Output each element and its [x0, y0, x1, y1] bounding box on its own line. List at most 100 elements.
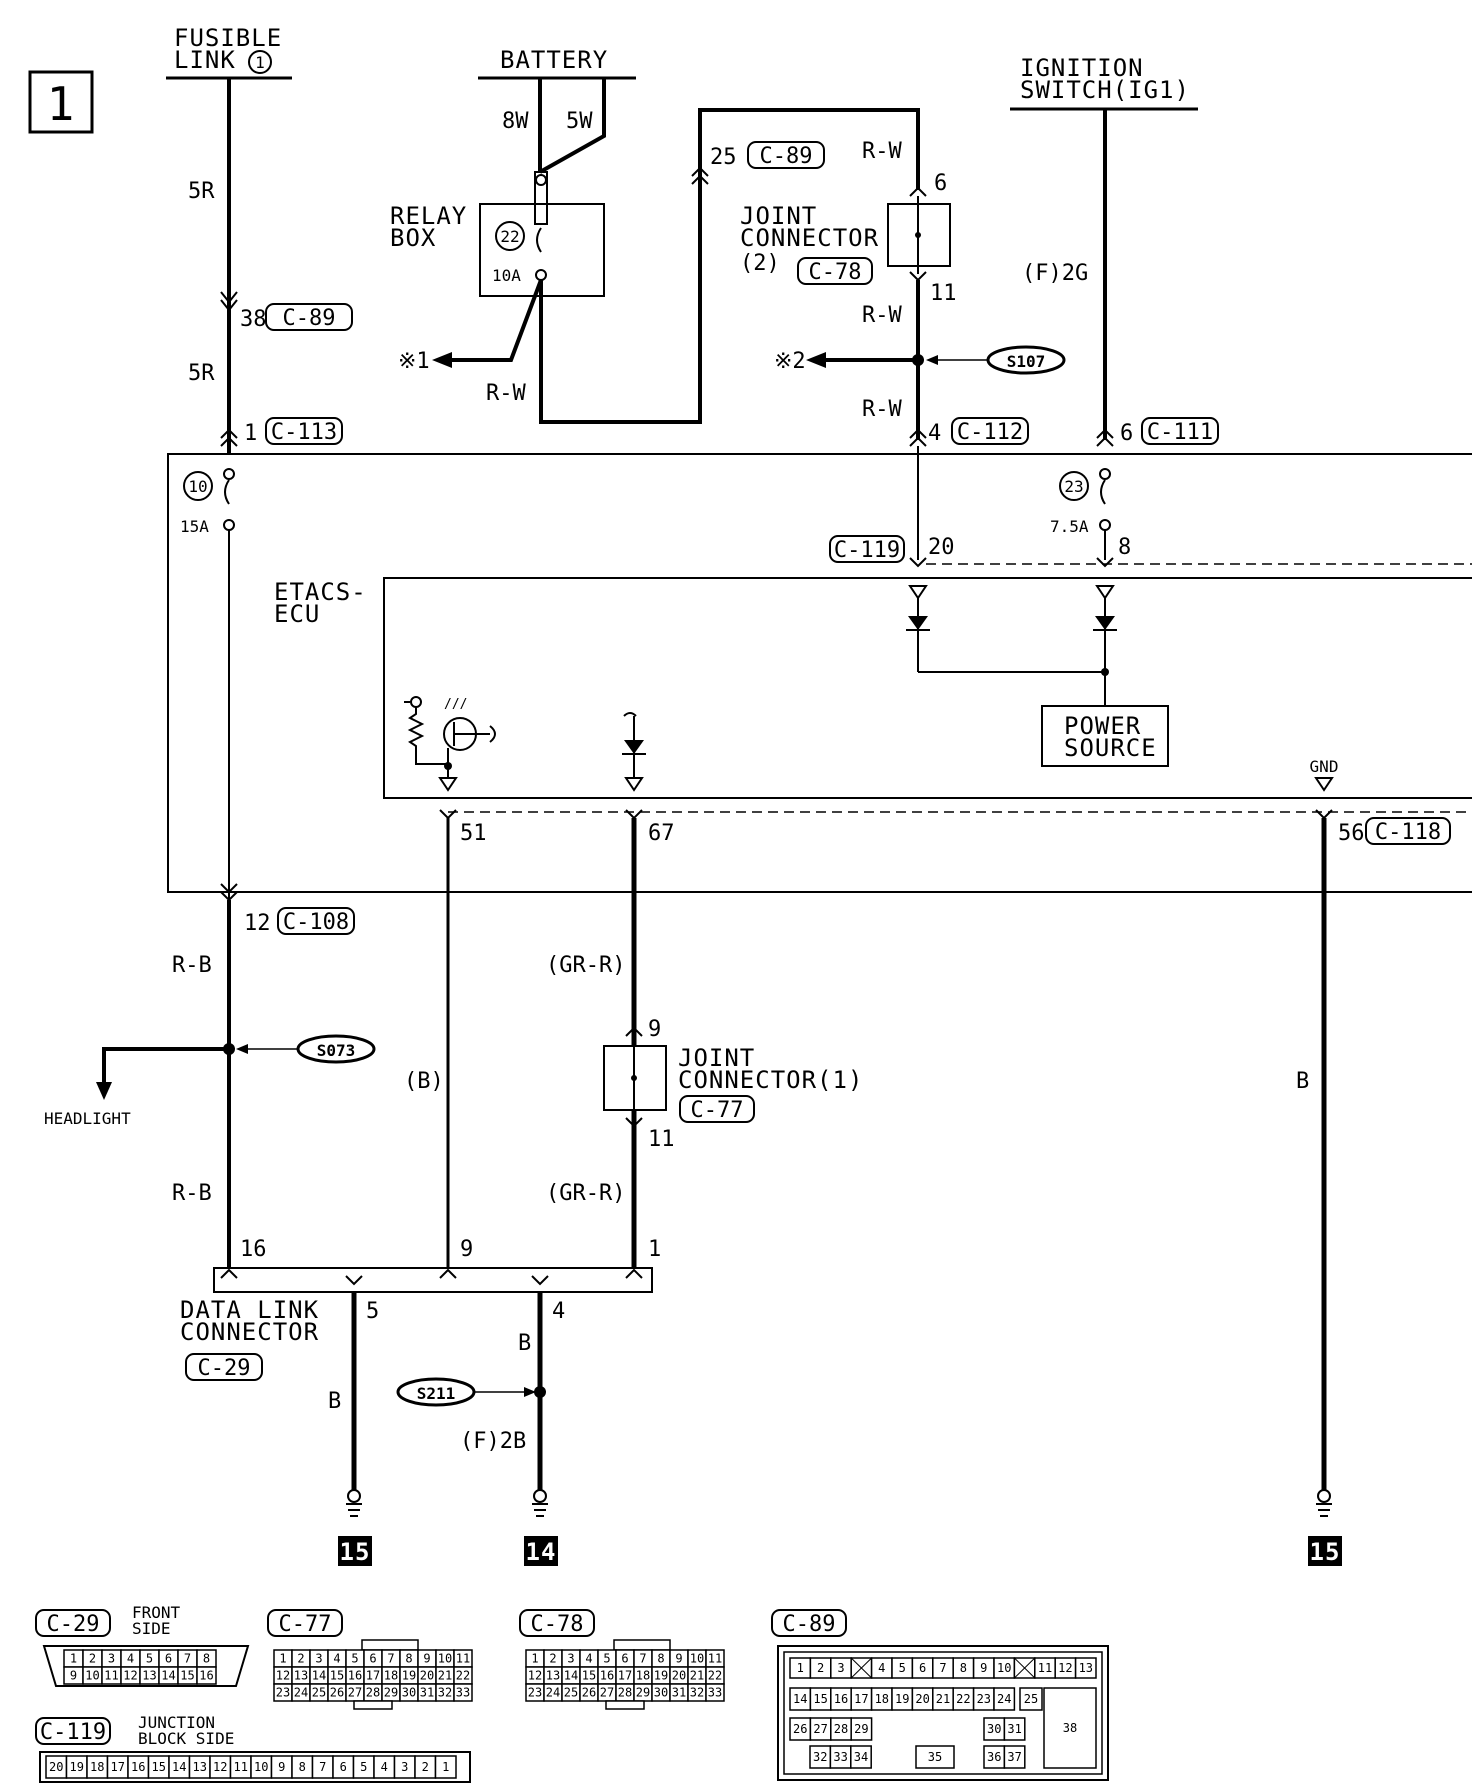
connector-pin-label: 31	[1007, 1722, 1021, 1736]
connector-pin-label: 8	[960, 1661, 967, 1675]
connector-pin-label: 8	[203, 1652, 210, 1666]
svg-text:///: ///	[444, 697, 467, 712]
connector-pin-cell	[453, 1683, 473, 1702]
connector-pin-label: 12	[276, 1669, 290, 1683]
connector-pin-label: 17	[854, 1692, 868, 1706]
pin-9: 9	[648, 1017, 661, 1042]
connector-pin-cell	[915, 1745, 955, 1769]
connector-pin-label: 6	[369, 1652, 376, 1666]
connector-pin-label: 11	[104, 1669, 118, 1683]
connector-pin-label: 23	[276, 1686, 290, 1700]
headlight-label: HEADLIGHT	[44, 1109, 131, 1128]
connector-pin-label: 2	[817, 1661, 824, 1675]
connector-pin-label: 29	[384, 1686, 398, 1700]
connector-pin-label: 19	[895, 1692, 909, 1706]
fusible-link-num: 1	[255, 53, 265, 72]
connector-pin-label: 20	[49, 1760, 63, 1774]
connector-pin-label: 3	[837, 1661, 844, 1675]
connector-pin-label: 2	[549, 1652, 556, 1666]
connector-pin-label: 1	[797, 1661, 804, 1675]
c119-code: C-119	[40, 1720, 106, 1745]
connector-pin-label: 36	[987, 1750, 1001, 1764]
connector-pin-label: 16	[348, 1669, 362, 1683]
connector-pin-label: 6	[340, 1760, 347, 1774]
power-source-box	[1041, 705, 1169, 767]
c78-code: C-78	[531, 1612, 584, 1637]
connector-pin-label: 18	[90, 1760, 104, 1774]
c29-label2: SIDE	[132, 1619, 171, 1638]
connector-pin-label: 4	[127, 1652, 134, 1666]
connector-pin-cell	[705, 1683, 725, 1702]
wire-RW-low: R-W	[862, 397, 902, 422]
c119-label2: BLOCK SIDE	[138, 1729, 234, 1748]
connector-pin-label: 6	[165, 1652, 172, 1666]
c29-label1: FRONT	[132, 1603, 181, 1622]
relay-box-title: RELAY	[390, 202, 467, 230]
jc1-l1: JOINT	[678, 1044, 755, 1072]
connector-pin-label: 18	[636, 1669, 650, 1683]
connector-pin-cell	[196, 1666, 217, 1685]
pin-11b: 11	[648, 1127, 675, 1152]
connector-pin-label: 31	[672, 1686, 686, 1700]
connector-pin-label: 9	[675, 1652, 682, 1666]
connector-pin-label: 15	[813, 1692, 827, 1706]
connector-pin-label: 19	[654, 1669, 668, 1683]
connector-pin-label: 1	[279, 1652, 286, 1666]
conn-c118: C-118	[1375, 820, 1441, 845]
conn-c89-b: C-89	[760, 144, 813, 169]
connector-pin-label: 20	[420, 1669, 434, 1683]
connector-pin-label: 5	[360, 1760, 367, 1774]
connector-pin-label: 27	[600, 1686, 614, 1700]
power-source-2: SOURCE	[1064, 734, 1157, 762]
wire-RB-top: R-B	[172, 953, 212, 978]
connector-pin-cell	[1003, 1745, 1026, 1769]
connector-pin-label: 15	[152, 1760, 166, 1774]
ignition-title: IGNITION	[1020, 54, 1144, 82]
connector-pin-label: 9	[278, 1760, 285, 1774]
connector-pin-label: 11	[234, 1760, 248, 1774]
connector-pin-label: 8	[657, 1652, 664, 1666]
connector-pin-label: 16	[199, 1669, 213, 1683]
connector-pin-label: 10	[254, 1760, 268, 1774]
data-link-connector	[213, 1267, 653, 1293]
connector-pin-label: 29	[636, 1686, 650, 1700]
wire-8W: 8W	[502, 109, 529, 134]
page-marker-box	[28, 70, 94, 134]
wire-B-51: (B)	[404, 1069, 444, 1094]
connector-pin-label: 29	[854, 1722, 868, 1736]
connector-pin-label: 3	[315, 1652, 322, 1666]
connector-pin-label: 4	[878, 1661, 885, 1675]
connector-pin-label: 25	[564, 1686, 578, 1700]
fusible-link-sub: LINK	[174, 46, 236, 74]
splice-s073: S073	[317, 1041, 356, 1060]
connector-pin-label: 13	[1079, 1661, 1093, 1675]
connector-pin-label: 5	[146, 1652, 153, 1666]
connector-pin-label: 3	[401, 1760, 408, 1774]
connector-pin-label: 7	[184, 1652, 191, 1666]
wire-5W: 5W	[566, 109, 593, 134]
connector-pin-label: 10	[85, 1669, 99, 1683]
connector-pin-label: 10	[997, 1661, 1011, 1675]
pin-6b: 6	[1120, 421, 1133, 446]
ground-ref-15a: 15	[340, 1538, 371, 1566]
connector-pin-label: 21	[438, 1669, 452, 1683]
etacs-ecu	[383, 577, 1472, 799]
pin-12: 12	[244, 911, 271, 936]
connector-pin-label: 14	[161, 1669, 175, 1683]
connector-pin-label: 1	[442, 1760, 449, 1774]
connector-pin-label: 5	[603, 1652, 610, 1666]
conn-c119: C-119	[834, 538, 900, 563]
dlc-code: C-29	[198, 1356, 251, 1381]
connector-pin-label: 11	[1038, 1661, 1052, 1675]
connector-pin-label: 8	[405, 1652, 412, 1666]
pin-20: 20	[928, 535, 955, 560]
connector-pin-label: 22	[456, 1669, 470, 1683]
connector-pin-label: 33	[833, 1750, 847, 1764]
wire-5R-top: 5R	[188, 179, 215, 204]
connector-pin-cell	[1074, 1657, 1097, 1679]
connector-pin-label: 18	[384, 1669, 398, 1683]
